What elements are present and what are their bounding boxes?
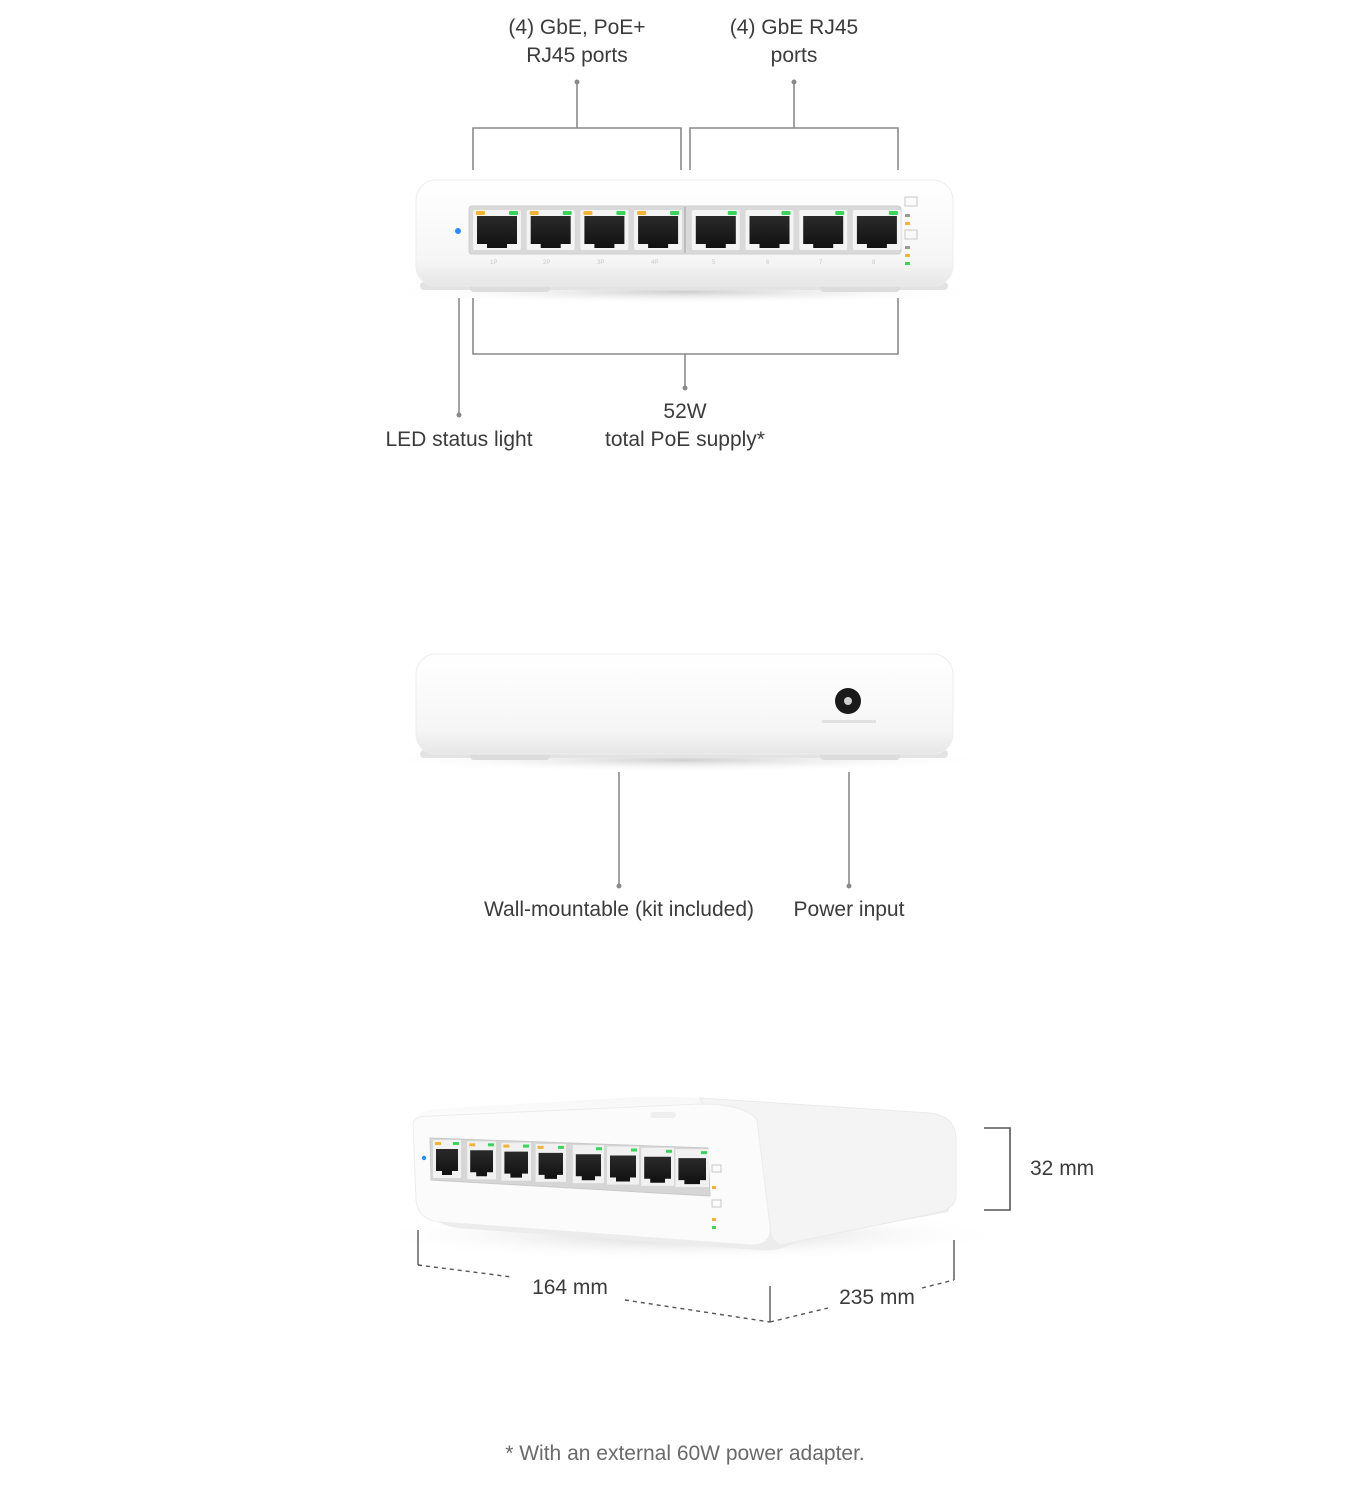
iso-rj45-port-4 xyxy=(535,1143,566,1182)
iso-rj45-port-3 xyxy=(501,1142,531,1181)
led-status-light xyxy=(455,228,461,234)
rear-view xyxy=(374,653,994,889)
poe-supply-callout: 52W total PoE supply* xyxy=(575,398,795,454)
led-status-callout: LED status light xyxy=(385,428,533,451)
poe-supply-bracket xyxy=(472,298,899,388)
iso-rj45-port-2 xyxy=(467,1141,496,1180)
iso-rj45-port-1 xyxy=(433,1140,461,1178)
gbe-ports-callout-line2: ports xyxy=(770,44,818,67)
power-jack-icon xyxy=(822,688,876,723)
switch-rear-body xyxy=(415,653,954,755)
depth-dimension-line xyxy=(769,1240,955,1323)
iso-rj45-port-5 xyxy=(572,1145,604,1184)
svg-text:6: 6 xyxy=(766,260,770,266)
iso-rj45-port-7 xyxy=(641,1147,674,1186)
rj45-port-6 xyxy=(745,210,794,250)
rj45-port-7 xyxy=(799,210,848,250)
rj45-port-8 xyxy=(852,210,901,250)
poe-supply-label: total PoE supply* xyxy=(605,428,765,451)
depth-dimension-label: 235 mm xyxy=(839,1286,915,1309)
rj45-port-5 xyxy=(691,210,740,250)
poe-ports-callout-line1: (4) GbE, PoE+ xyxy=(508,16,646,39)
poe-supply-wattage: 52W xyxy=(663,400,707,423)
height-dimension-label: 32 mm xyxy=(1030,1157,1095,1180)
gbe-ports-callout-line1: (4) GbE RJ45 xyxy=(729,16,859,39)
rj45-port-4 xyxy=(634,210,683,250)
svg-text:4P: 4P xyxy=(651,260,658,266)
wall-mount-callout: Wall-mountable (kit included) xyxy=(484,898,754,921)
poe-ports-callout: (4) GbE, PoE+ RJ45 ports xyxy=(477,14,677,70)
iso-rj45-port-6 xyxy=(607,1146,639,1185)
poe-ports-bracket xyxy=(472,82,682,170)
front-port-row xyxy=(473,210,901,250)
svg-text:8: 8 xyxy=(872,260,876,266)
svg-text:2P: 2P xyxy=(543,260,550,266)
height-dimension-bracket xyxy=(984,1127,1011,1211)
footnote: * With an external 60W power adapter. xyxy=(505,1442,865,1465)
svg-text:3P: 3P xyxy=(597,260,604,266)
svg-text:1P: 1P xyxy=(490,260,497,266)
poe-ports-callout-line2: RJ45 ports xyxy=(526,44,628,67)
iso-rj45-port-8 xyxy=(675,1149,709,1188)
width-dimension-line xyxy=(417,1230,771,1323)
iso-port-row xyxy=(433,1140,709,1188)
gbe-ports-callout: (4) GbE RJ45 ports xyxy=(694,14,894,70)
led-legend-icons xyxy=(904,196,918,265)
rj45-port-2 xyxy=(526,210,575,250)
power-input-callout: Power input xyxy=(793,898,905,921)
isometric-view xyxy=(370,1096,1011,1323)
svg-text:5: 5 xyxy=(712,260,716,266)
svg-text:7: 7 xyxy=(819,260,823,266)
gbe-ports-bracket xyxy=(689,82,899,170)
front-view: 1P 2P 3P 4P 5 6 7 8 xyxy=(374,79,994,418)
width-dimension-label: 164 mm xyxy=(532,1276,608,1299)
rj45-port-3 xyxy=(580,210,629,250)
rj45-port-1 xyxy=(473,210,521,250)
